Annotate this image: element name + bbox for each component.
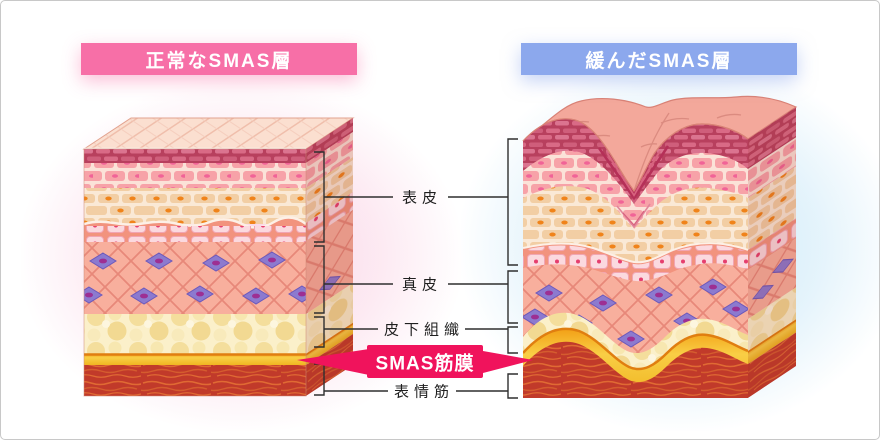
header-loosened-smas: 緩んだSMAS層 — [521, 43, 797, 75]
label-epidermis: 表皮 — [401, 189, 443, 207]
label-subcutaneous: 皮下組織 — [383, 321, 465, 339]
label-dermis: 真皮 — [401, 276, 443, 294]
label-smas-fascia: SMAS筋膜 — [375, 353, 475, 375]
label-facial-muscle: 表情筋 — [393, 383, 455, 401]
loosened-skin-block — [522, 95, 798, 398]
header-normal-smas: 正常なSMAS層 — [81, 43, 357, 75]
